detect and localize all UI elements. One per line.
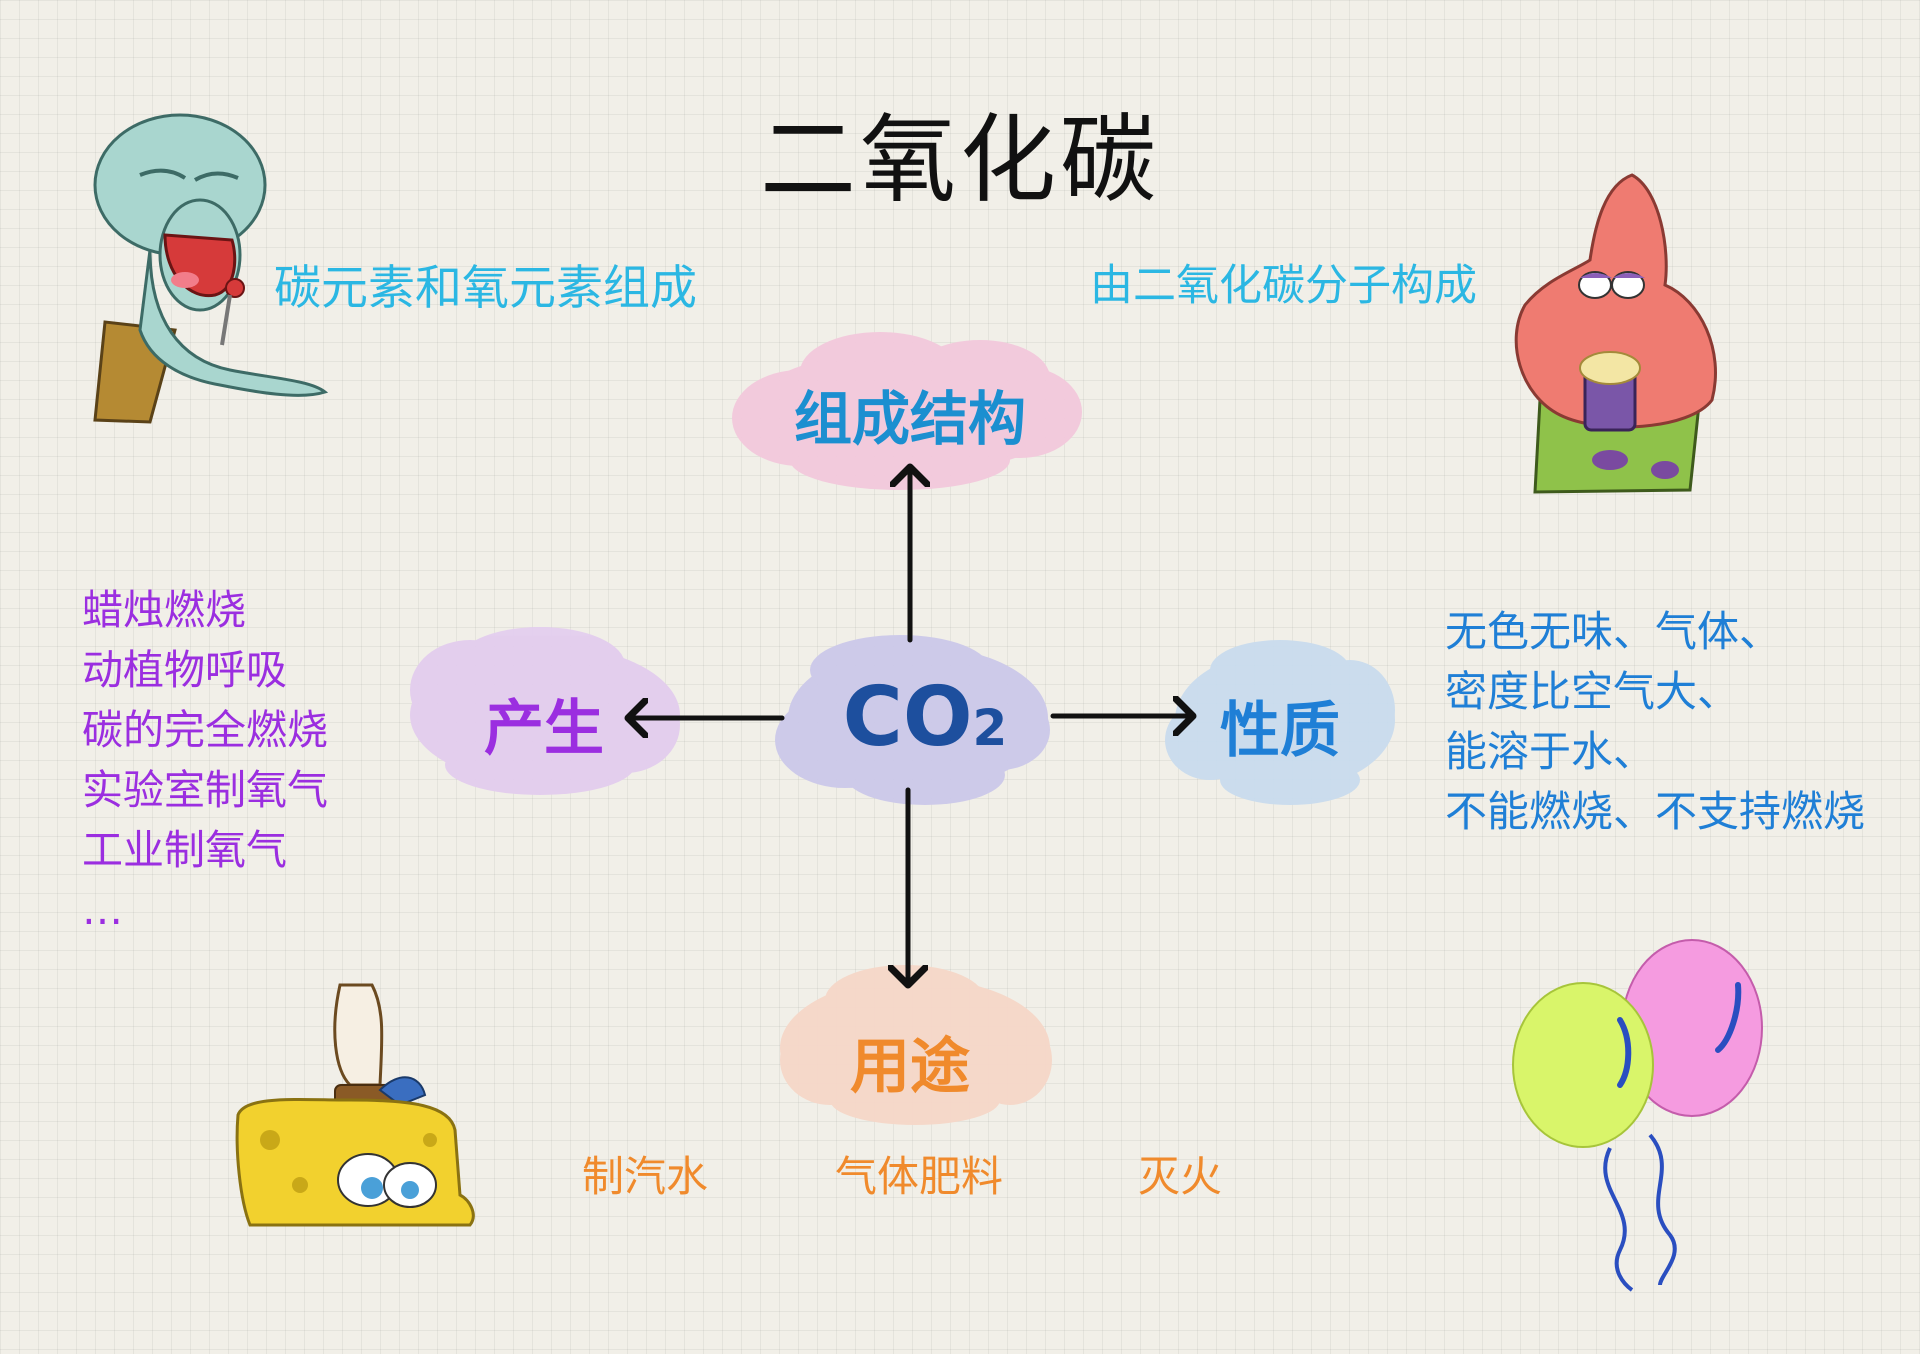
node-center: CO2 (830, 670, 1020, 765)
property-item: 密度比空气大、 (1445, 667, 1740, 716)
production-item: … (82, 886, 123, 934)
balloons-icon (1512, 939, 1763, 1292)
node-production: 产生 (484, 694, 604, 764)
production-item: 工业制氧气 (82, 826, 287, 874)
node-structure: 组成结构 (793, 385, 1026, 453)
properties-cloud (1165, 640, 1395, 805)
note-elements: 碳元素和氧元素组成 (274, 261, 697, 316)
use-item-fertilizer: 气体肥料 (835, 1152, 1004, 1201)
structure-cloud (732, 332, 1082, 490)
production-list: 蜡烛燃烧 动植物呼吸 碳的完全燃烧 实验室制氧气 工业制氧气 … (82, 580, 328, 940)
use-item-soda: 制汽水 (582, 1152, 709, 1201)
production-item: 实验室制氧气 (82, 766, 328, 814)
node-properties: 性质 (1220, 696, 1340, 766)
use-item-fire: 灭火 (1138, 1152, 1223, 1201)
property-item: 不能燃烧、不支持燃烧 (1445, 787, 1866, 836)
note-molecules: 由二氧化碳分子构成 (1090, 261, 1477, 311)
property-item: 能溶于水、 (1445, 727, 1656, 776)
production-item: 动植物呼吸 (82, 646, 287, 694)
uses-cloud (780, 965, 1052, 1125)
squid-cartoon-icon (93, 113, 329, 424)
property-item: 无色无味、气体、 (1445, 607, 1782, 656)
starfish-cartoon-icon (1514, 173, 1717, 494)
center-cloud (775, 635, 1050, 805)
sponge-cartoon-icon (235, 983, 475, 1227)
production-item: 蜡烛燃烧 (82, 586, 246, 634)
node-uses: 用途 (850, 1032, 970, 1102)
production-item: 碳的完全燃烧 (82, 706, 328, 754)
center-formula-subscript: 2 (972, 699, 1008, 757)
properties-list: 无色无味、气体、 密度比空气大、 能溶于水、 不能燃烧、不支持燃烧 (1445, 602, 1865, 842)
page-title: 二氧化碳 (760, 104, 1160, 216)
center-formula-main: CO (842, 670, 973, 765)
